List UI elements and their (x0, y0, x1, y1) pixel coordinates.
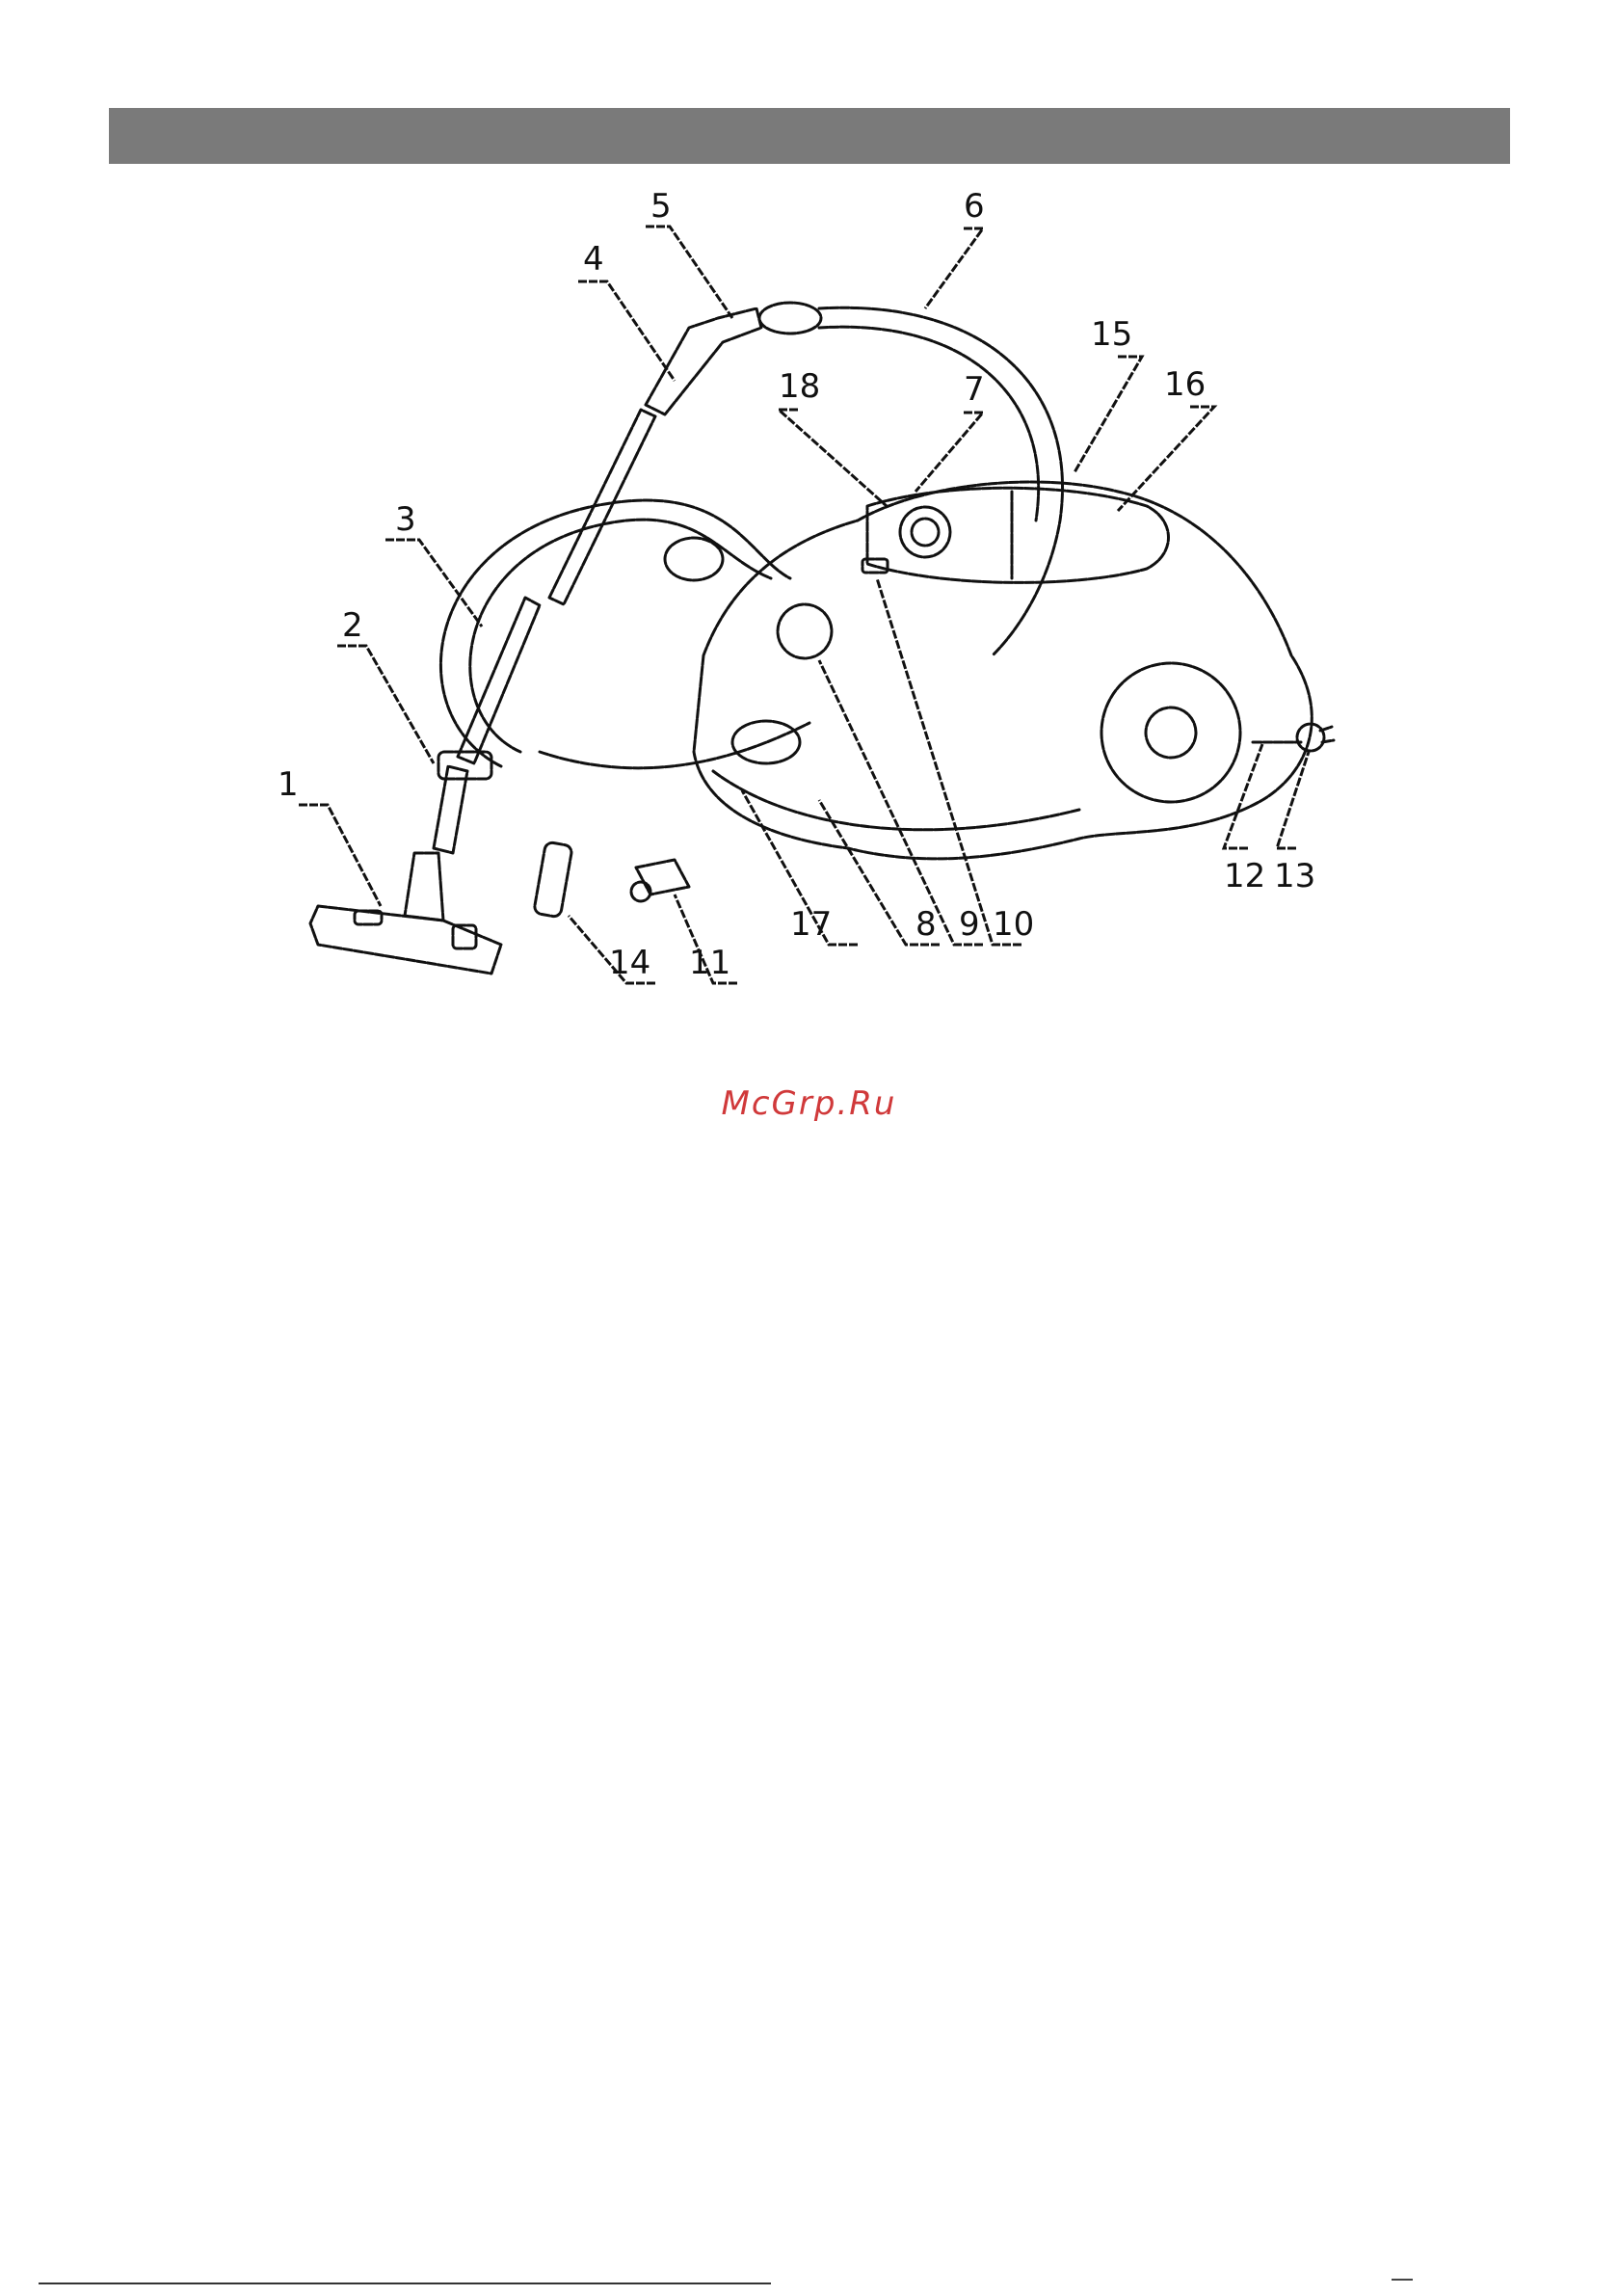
leader-10 (877, 578, 1021, 945)
hose-connector (759, 303, 821, 334)
watermark: McGrp.Ru (0, 1084, 1618, 1123)
leader-2 (337, 646, 434, 763)
leader-12 (1224, 744, 1262, 848)
leader-6 (925, 228, 983, 308)
vacuum-cleaner-diagram: 1 2 3 4 5 6 7 8 9 10 11 12 13 14 15 16 1… (251, 174, 1368, 1022)
leader-15 (1074, 357, 1142, 472)
callout-13: 13 (1274, 857, 1315, 895)
leader-4 (578, 281, 675, 381)
nozzle-neck (405, 853, 443, 921)
hose-loop-inner (819, 327, 1039, 521)
callout-labels: 1 2 3 4 5 6 7 8 9 10 11 12 13 14 15 16 1… (278, 187, 1315, 982)
rear-wheel (1101, 663, 1240, 802)
callout-9: 9 (959, 905, 980, 944)
power-control-knob-inner (912, 519, 939, 546)
callout-16: 16 (1164, 365, 1206, 404)
hose-lower-outer (440, 500, 790, 766)
leader-7 (915, 413, 983, 492)
leader-13 (1277, 752, 1309, 848)
crevice-tool (534, 841, 573, 918)
hose-ring (540, 723, 809, 768)
upper-tube (549, 410, 655, 604)
callout-4: 4 (583, 240, 604, 279)
upholstery-brush (636, 860, 689, 894)
callout-6: 6 (964, 187, 985, 226)
footer-rule (39, 2283, 771, 2284)
callout-14: 14 (609, 944, 650, 982)
footer-mark (1392, 2279, 1413, 2288)
hose-lower-inner (470, 520, 771, 752)
callout-1: 1 (278, 765, 299, 804)
power-control-knob (900, 507, 950, 557)
callout-11: 11 (689, 944, 730, 982)
header-bar (109, 108, 1510, 164)
cleaner-body (694, 482, 1312, 859)
plug-pins (1320, 727, 1334, 742)
callout-18: 18 (779, 367, 820, 406)
callout-8: 8 (915, 905, 937, 944)
callout-15: 15 (1091, 315, 1132, 354)
leader-18 (779, 410, 887, 506)
leader-9 (819, 660, 983, 945)
power-button (778, 604, 832, 658)
handle-grip (646, 308, 761, 414)
callout-7: 7 (964, 370, 985, 409)
callout-5: 5 (650, 187, 672, 226)
leader-1 (299, 805, 381, 906)
callout-2: 2 (342, 606, 363, 645)
leader-16 (1118, 407, 1214, 511)
leader-5 (646, 227, 732, 318)
hose-end-fitting (665, 538, 723, 580)
callout-3: 3 (395, 500, 416, 539)
callout-12: 12 (1224, 857, 1265, 895)
callout-10: 10 (993, 905, 1034, 944)
rear-wheel-hub (1146, 707, 1196, 758)
callout-17: 17 (790, 905, 832, 944)
